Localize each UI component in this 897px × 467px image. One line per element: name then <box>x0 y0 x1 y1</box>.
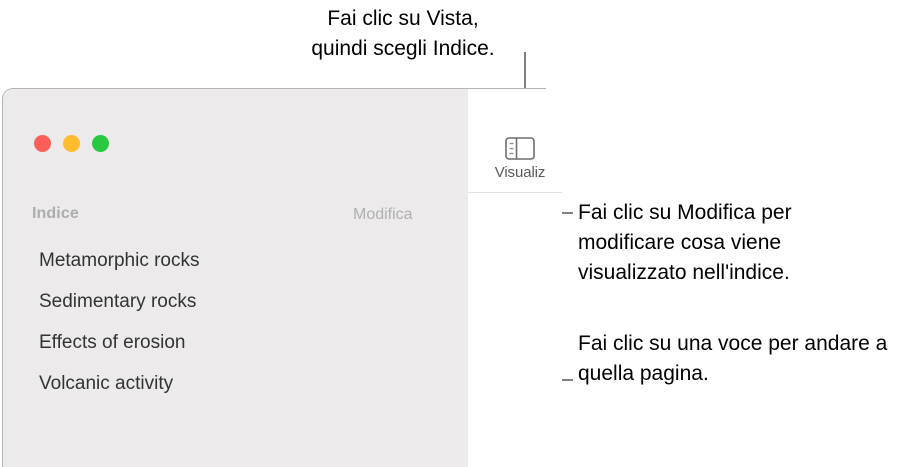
toc-list-item[interactable]: Sedimentary rocks <box>39 291 197 312</box>
callout-view-menu: Fai clic su Vista, quindi scegli Indice. <box>311 7 495 60</box>
toolbar-view-label: Visualiz <box>494 164 546 181</box>
close-window-button[interactable] <box>34 135 51 152</box>
window-controls <box>34 135 109 152</box>
toc-list: Metamorphic rocks Sedimentary rocks Effe… <box>3 240 468 404</box>
toc-edit-button[interactable]: Modifica <box>353 206 413 223</box>
callout-toc-item: Fai clic su una voce per andare a quella… <box>578 332 888 385</box>
toolbar-view-button[interactable]: Visualiz <box>480 137 560 181</box>
minimize-window-button[interactable] <box>63 135 80 152</box>
toc-list-item[interactable]: Effects of erosion <box>39 332 186 353</box>
callout-edit-button: Fai clic su Modifica per modificare cosa… <box>578 201 792 284</box>
app-window: Indice Modifica Metamorphic rocks Sedime… <box>2 88 562 467</box>
maximize-window-button[interactable] <box>92 135 109 152</box>
toc-list-item[interactable]: Volcanic activity <box>39 373 174 394</box>
toc-sidebar: Indice Modifica Metamorphic rocks Sedime… <box>3 89 468 467</box>
toolbar-separator <box>468 192 562 193</box>
window-frame-clip <box>546 86 897 92</box>
toc-header: Indice Modifica <box>3 205 468 227</box>
toc-list-item[interactable]: Metamorphic rocks <box>39 250 200 271</box>
sidebar-toggle-icon <box>505 137 535 160</box>
toc-title: Indice <box>32 205 79 222</box>
